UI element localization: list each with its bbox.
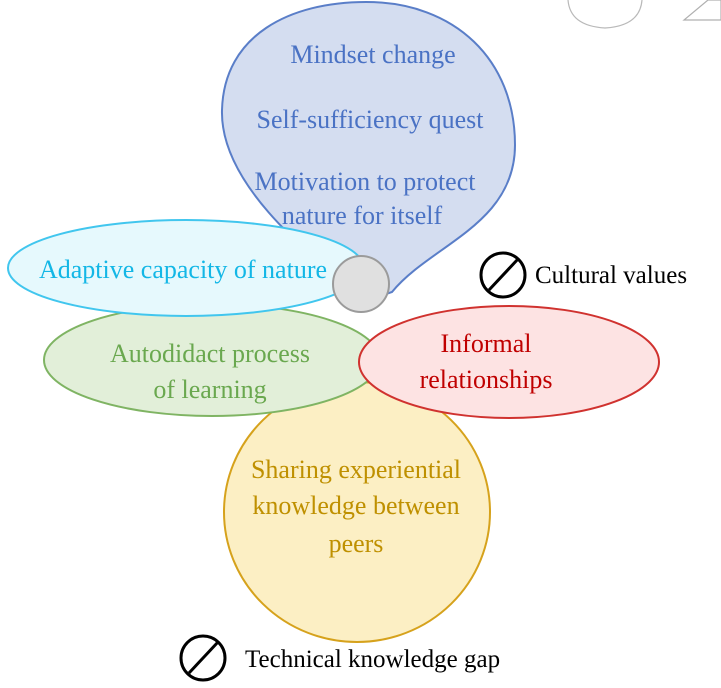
yellow-line-3: peers: [329, 529, 384, 558]
center-circle: [332, 255, 390, 313]
blue-line-4: nature for itself: [282, 201, 443, 230]
petal-green-labels: Autodidact process of learning: [110, 339, 310, 404]
corner-circle-icon: [568, 0, 642, 29]
blue-line-3: Motivation to protect: [255, 167, 477, 196]
petal-red-labels: Informal relationships: [420, 329, 553, 394]
corner-triangle-icon: [682, 0, 721, 21]
corner-icons: [567, 0, 721, 29]
legend-cultural-values: Cultural values: [479, 251, 687, 299]
prohibited-icon: [479, 251, 527, 299]
petal-cyan-labels: Adaptive capacity of nature: [39, 255, 327, 284]
cyan-line-1: Adaptive capacity of nature: [39, 255, 327, 284]
prohibited-icon: [179, 634, 227, 682]
petal-red: [358, 305, 660, 419]
petal-yellow-labels: Sharing experiential knowledge between p…: [251, 455, 461, 558]
yellow-line-2: knowledge between: [252, 491, 459, 520]
legend-technical-gap-label: Technical knowledge gap: [245, 646, 500, 673]
petal-blue-labels: Mindset change Self-sufficiency quest Mo…: [255, 40, 485, 230]
green-line-2: of learning: [153, 375, 266, 404]
red-line-2: relationships: [420, 365, 553, 394]
green-line-1: Autodidact process: [110, 339, 310, 368]
blue-line-2: Self-sufficiency quest: [257, 105, 485, 134]
red-line-1: Informal: [441, 329, 532, 358]
legend-cultural-values-label: Cultural values: [535, 262, 687, 289]
yellow-line-1: Sharing experiential: [251, 455, 461, 484]
blue-line-1: Mindset change: [290, 40, 455, 69]
legend-technical-gap: Technical knowledge gap: [179, 634, 500, 682]
corner-circle-arc: [567, 0, 643, 29]
petal-blue: [220, 0, 517, 302]
